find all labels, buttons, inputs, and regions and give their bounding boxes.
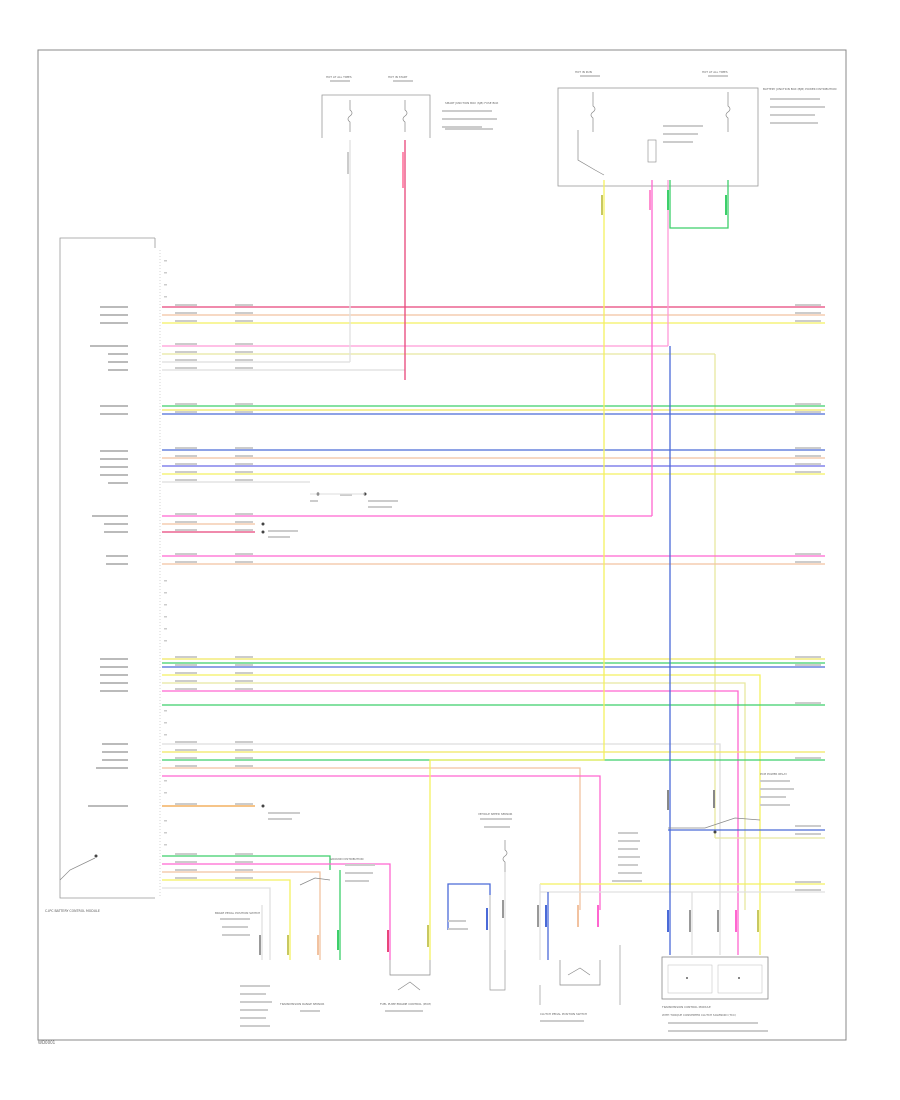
clutch-label: CLUTCH PEDAL POSITION SWITCH: [540, 1012, 587, 1016]
mid-connector-note: [445, 128, 493, 130]
right-fuse-box: HOT IN RUN HOT AT ALL TIMES BATTERY JUNC…: [557, 70, 836, 187]
ground-label: GROUND DISTRIBUTION: [330, 857, 364, 861]
fuel-pump: FUEL PUMP ENGINE CONTROL (PCM): [380, 920, 468, 1012]
right-module-wire-tags: [667, 910, 759, 932]
clutch-switch: CLUTCH PEDAL POSITION SWITCH: [537, 884, 621, 1022]
right-relay-label: PCM POWER RELAY: [760, 772, 787, 776]
speed-sensor: VEHICLE SPEED SENSOR: [447, 812, 512, 991]
vertical-tags: [667, 790, 715, 810]
top-fuse-box: HOT AT ALL TIMES HOT IN START SMART JUNC…: [321, 75, 498, 138]
horizontal-wires: [162, 306, 825, 960]
brake-switch: BRAKE PEDAL POSITION SWITCH: [59, 854, 272, 1027]
right-fuse-note: BATTERY JUNCTION BOX (BJB) POWER DISTRIB…: [763, 87, 836, 91]
right-relay: PCM POWER RELAY: [668, 772, 825, 839]
right-fuse-a-title: HOT IN RUN: [575, 70, 592, 74]
right-module-note: WITH TORQUE CONVERTER CLUTCH SOLENOID (T…: [662, 1013, 736, 1017]
left-module: C-IPC BATTERY CONTROL MODULE: [45, 237, 161, 913]
pin-labels: [88, 306, 128, 807]
pin-numbers: [164, 260, 167, 846]
right-fuse-b-title: HOT AT ALL TIMES: [702, 70, 728, 74]
right-module-wires: [669, 892, 761, 955]
right-module-label: TRANSMISSION CONTROL MODULE: [661, 1005, 711, 1009]
top-fuse-note: SMART JUNCTION BOX (SJB) FUSE BOX: [445, 101, 498, 105]
fuel-pump-label: FUEL PUMP ENGINE CONTROL (PCM): [380, 1002, 431, 1006]
top-fuse-b-title: HOT IN START: [388, 75, 408, 79]
page-code: WD0001: [38, 1040, 56, 1045]
module-label: C-IPC BATTERY CONTROL MODULE: [45, 909, 100, 913]
top-fuse-wires: [349, 140, 406, 380]
transmission-label: TRANSMISSION RANGE SENSOR: [279, 1002, 324, 1006]
speed-sensor-label: VEHICLE SPEED SENSOR: [478, 812, 512, 816]
transmission-sensor: TRANSMISSION RANGE SENSOR: [279, 864, 375, 1012]
diagram-border: [37, 49, 847, 1041]
wire-tags: [175, 304, 821, 891]
top-fuse-wire-tags: [347, 152, 404, 188]
right-fuse-wire-tags: [601, 190, 727, 215]
right-module-text: [612, 832, 642, 882]
side-notes: [268, 494, 398, 820]
top-fuse-a-title: HOT AT ALL TIMES: [326, 75, 352, 79]
right-module: TRANSMISSION CONTROL MODULE WITH TORQUE …: [661, 956, 769, 1032]
right-fuse-wires: [429, 180, 729, 960]
brake-switch-label: BRAKE PEDAL POSITION SWITCH: [215, 911, 260, 915]
